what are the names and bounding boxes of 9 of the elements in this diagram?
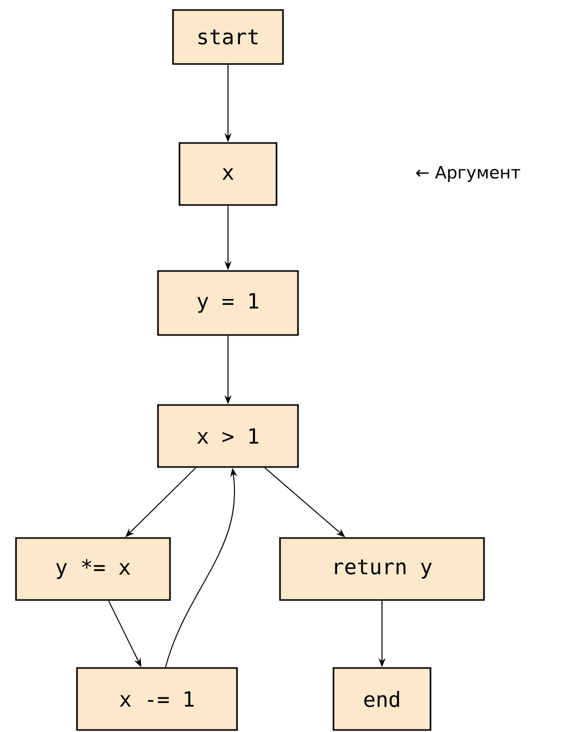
code-box: return y bbox=[279, 537, 485, 601]
code-box: x -= 1 bbox=[76, 667, 238, 731]
code-box: y = 1 bbox=[157, 270, 299, 336]
annotation: ← Аргумент bbox=[416, 166, 520, 182]
code-box: x > 1 bbox=[157, 404, 299, 468]
code-box: start bbox=[172, 9, 284, 65]
code-box: end bbox=[332, 667, 432, 731]
code-box: x bbox=[178, 142, 278, 206]
code-box: y *= x bbox=[15, 537, 171, 601]
